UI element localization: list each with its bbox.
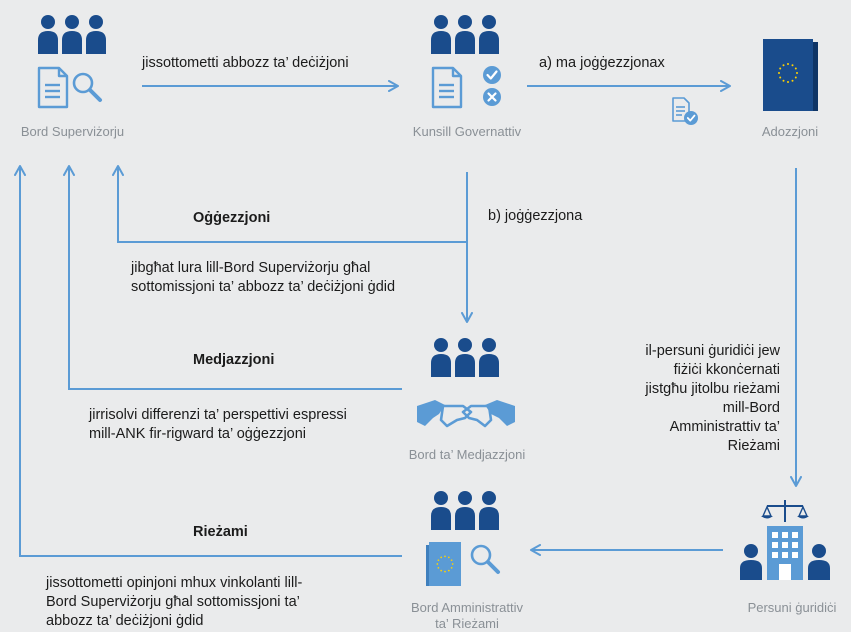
objection-text-line1: jibgħat lura lill-Bord Superviżorju għal [131,260,371,276]
governing-council-label: Kunsill Governattiv [412,124,522,139]
arrow-mediation-back [63,165,402,390]
review-text-line2: Bord Superviżorju għal sottomissjoni ta’ [46,594,300,610]
approved-document-icon [672,97,698,125]
eu-book-icon [763,39,818,111]
admin-review-board-label-line2: ta’ Rieżami [435,616,499,631]
review-text-line1: jissottometti opinjoni mhux vinkolanti l… [46,575,303,591]
mediation-panel-label: Bord ta’ Medjazzjoni [408,447,526,462]
submit-draft-text: jissottometti abbozz ta’ deċiżjoni [142,55,349,71]
governing-council-node [431,15,501,109]
admin-review-board-label: Bord Amministrattiv ta’ Rieżami [385,600,549,632]
document-search-icon [37,66,102,109]
eu-book-search-icon [426,542,500,586]
mediation-title: Medjazzjoni [193,352,275,368]
document-check-reject-icon [431,66,501,109]
people-icon [431,491,499,530]
legal-request-line3: jistgħu jitolbu rieżami [645,381,780,397]
supervisory-board-label: Bord Superviżorju [20,124,125,139]
adoption-label: Adozzjoni [761,124,819,139]
review-title: Rieżami [193,524,248,540]
legal-request-line6: Rieżami [727,438,780,454]
mediation-panel-node [417,338,515,428]
objection-option-text: b) joġġezzjona [488,208,583,224]
people-icon [38,15,106,54]
arrow-review-back [14,165,402,557]
admin-review-board-label-line1: Bord Amministrattiv [411,600,523,615]
legal-request-line4: mill-Bord [722,400,780,416]
legal-request-line1: il-persuni ġuridiċi jew [645,343,780,359]
objection-title: Oġġezzjoni [193,210,271,226]
mediation-text-line1: jirrisolvi differenzi ta’ perspettivi es… [89,407,347,423]
people-icon [431,15,499,54]
justice-building-icon [740,500,830,580]
arrows [14,80,802,557]
handshake-icon [417,400,515,428]
legal-request-line5: Amministrattiv ta’ [669,419,780,435]
legal-request-text: il-persuni ġuridiċi jew fiżiċi kkonċerna… [600,342,780,456]
legal-persons-label: Persuni ġuridiċi [747,600,837,615]
objection-text-line2: sottomissjoni ta’ abbozz ta’ deċiżjoni ġ… [131,279,396,295]
no-objection-text: a) ma joġġezzjonax [539,55,665,71]
supervisory-board-node [37,15,106,109]
legal-request-line2: fiżiċi kkonċernati [673,362,780,378]
mediation-text-line2: mill-ANK fir-rigward ta’ oġġezzjoni [89,426,307,442]
admin-review-board-node [426,491,500,586]
review-text-line3: abbozz ta’ deċiżjoni ġdid [46,613,204,629]
arrow-objection-back [112,165,467,243]
people-icon [431,338,499,377]
